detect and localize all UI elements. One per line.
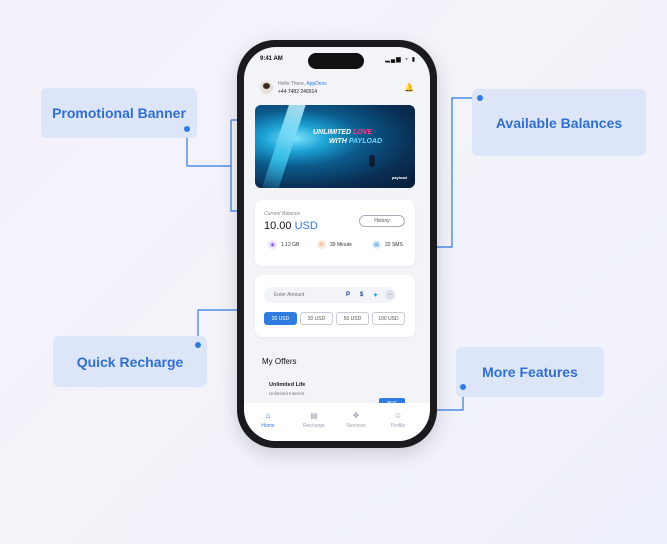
callout-label: Quick Recharge: [76, 353, 184, 370]
more-icon[interactable]: ⋯: [385, 290, 395, 300]
nav-home[interactable]: ⌂ Home: [250, 411, 286, 429]
home-icon: ⌂: [265, 411, 271, 420]
status-icons: ▂▄▆ ◔ ▮: [385, 57, 416, 63]
profile-icon: ☺: [393, 411, 403, 420]
amount-input[interactable]: [274, 287, 334, 303]
nav-services[interactable]: ❖ Services: [338, 411, 374, 429]
buy-button[interactable]: BUY: [379, 398, 405, 407]
paypal-icon[interactable]: P: [346, 292, 351, 298]
globe-icon: ◉: [268, 240, 277, 249]
bottom-nav: ⌂ Home ▤ Recharge ❖ Services ☺ Profile: [244, 403, 430, 441]
diver-silhouette: [369, 155, 375, 167]
callout-label: Available Balances: [495, 114, 623, 131]
amount-chip[interactable]: 30 USD: [300, 312, 333, 325]
app-screen: 9:41 AM ▂▄▆ ◔ ▮ Hello There, AppDevs +44…: [244, 47, 430, 441]
phone-icon: ✆: [317, 240, 326, 249]
amount-field[interactable]: P $ ✦ ⋯: [264, 287, 395, 303]
nav-recharge[interactable]: ▤ Recharge: [296, 411, 332, 429]
callout-dot: [460, 384, 466, 390]
stat-data: ◉ 1.12 GB: [268, 240, 299, 249]
callout-label: Promotional Banner: [52, 105, 186, 121]
greeting-text: Hello There,: [278, 81, 306, 87]
stat-minutes: ✆ 39 Minute: [317, 240, 352, 249]
callout-more-features: More Features: [456, 347, 604, 397]
recharge-card: P $ ✦ ⋯ 20 USD 30 USD 50 USD 100 USD: [255, 275, 415, 337]
offers-title: My Offers: [262, 357, 297, 366]
dollar-icon[interactable]: $: [360, 292, 364, 298]
callout-quick-recharge: Quick Recharge: [53, 336, 207, 387]
balance-label: Current Balance: [264, 211, 301, 217]
stat-sms: ▤ 22 SMS: [372, 240, 403, 249]
history-button[interactable]: History: [359, 215, 405, 227]
amount-chip[interactable]: 20 USD: [264, 312, 297, 325]
puzzle-icon[interactable]: ✦: [373, 293, 379, 299]
offer-description: Unlimited Internet: [269, 391, 305, 396]
promo-banner[interactable]: UNLIMITED LOVE WITH PAYLOAD payload: [255, 105, 415, 188]
message-icon: ▤: [372, 240, 381, 249]
bell-icon[interactable]: 🔔: [404, 83, 414, 92]
phone-number: +44 7482 246514: [278, 89, 318, 95]
avatar[interactable]: [260, 81, 273, 94]
banner-light: [259, 105, 307, 188]
balance-card: Current Balance 10.00 USD History ◉ 1.12…: [255, 200, 415, 266]
balance-amount: 10.00 USD: [264, 220, 318, 232]
status-time: 9:41 AM: [260, 56, 283, 62]
offer-name: Unlimited Life: [269, 382, 306, 388]
callout-dot: [195, 342, 201, 348]
recharge-icon: ▤: [310, 411, 318, 420]
greeting: Hello There, AppDevs: [278, 81, 327, 87]
services-icon: ❖: [352, 411, 360, 420]
callout-promotional-banner: Promotional Banner: [41, 88, 197, 138]
banner-headline-1: UNLIMITED LOVE: [313, 129, 373, 136]
banner-headline-2: WITH PAYLOAD: [329, 138, 383, 145]
callout-dot: [184, 126, 190, 132]
amount-chip[interactable]: 100 USD: [372, 312, 405, 325]
nav-profile[interactable]: ☺ Profile: [380, 411, 416, 429]
banner-brand: payload: [391, 175, 407, 180]
callout-dot: [477, 95, 483, 101]
phone-mockup: 9:41 AM ▂▄▆ ◔ ▮ Hello There, AppDevs +44…: [237, 40, 437, 448]
dynamic-island: [308, 53, 364, 69]
amount-chip[interactable]: 50 USD: [336, 312, 369, 325]
amount-chips: 20 USD 30 USD 50 USD 100 USD: [264, 312, 405, 325]
callout-available-balances: Available Balances: [472, 89, 646, 156]
user-name: AppDevs: [306, 81, 327, 87]
callout-label: More Features: [482, 364, 578, 380]
